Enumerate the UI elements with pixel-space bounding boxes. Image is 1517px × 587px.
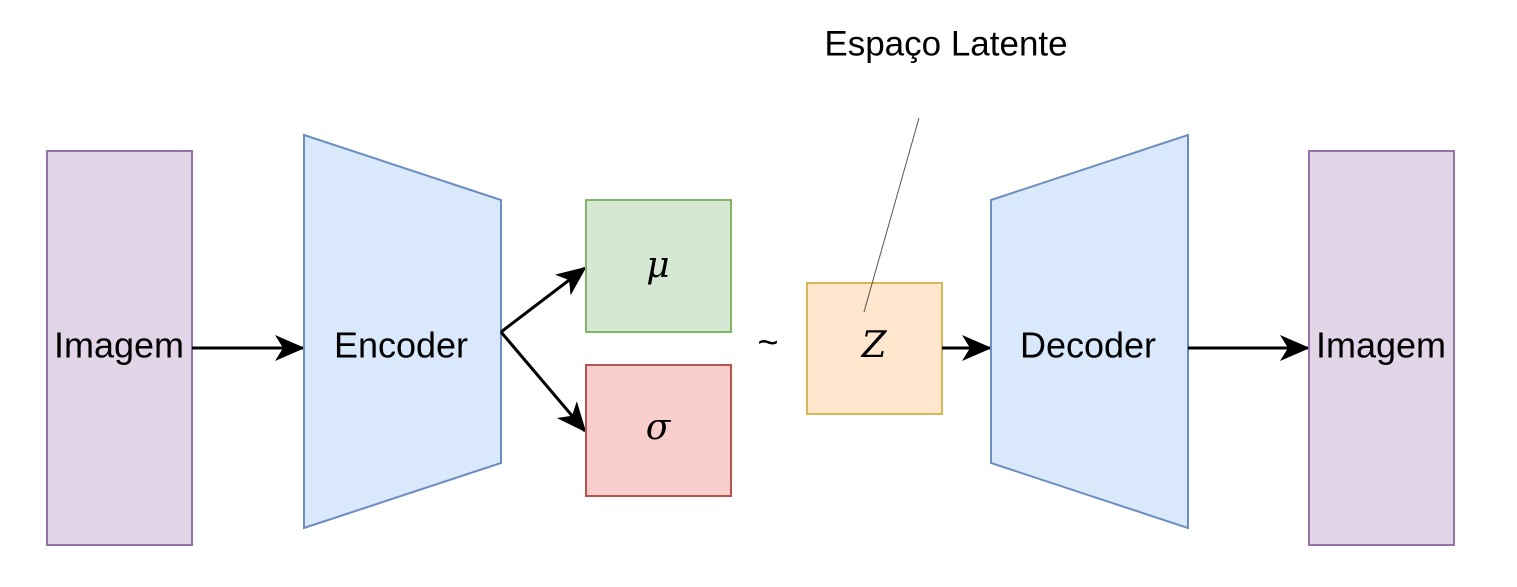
latent-space-pointer <box>863 117 920 313</box>
encoder-label: Encoder <box>334 325 468 366</box>
encoder-block <box>303 133 502 530</box>
sampling-tilde: ~ <box>757 322 778 363</box>
sigma-block <box>585 364 732 497</box>
arrow-encoder-to-mu <box>500 266 587 334</box>
z-symbol: Z <box>860 325 887 366</box>
sigma-symbol: σ <box>646 407 672 448</box>
input-image-label: Imagem <box>54 325 184 366</box>
input-image-block <box>46 150 193 546</box>
latent-space-label: Espaço Latente <box>824 24 1067 63</box>
mu-block <box>585 199 732 333</box>
decoder-block <box>990 133 1189 530</box>
arrow-encoder-to-sigma <box>499 331 587 433</box>
output-image-label: Imagem <box>1316 325 1446 366</box>
mu-symbol: μ <box>646 245 669 286</box>
output-image-block <box>1308 150 1455 546</box>
decoder-label: Decoder <box>1020 325 1156 366</box>
